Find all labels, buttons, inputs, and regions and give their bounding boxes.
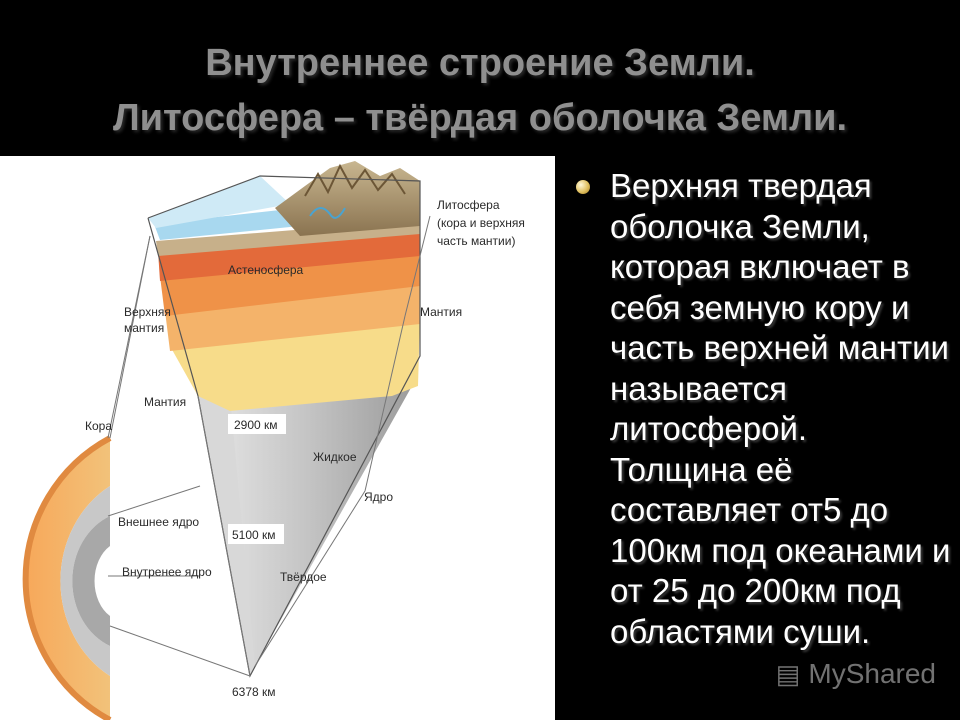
label-upper-mantle-1: Верхняя [124,305,171,319]
diagram-labels: Литосфера (кора и верхняя часть мантии) … [85,198,525,699]
slide-title: Внутреннее строение Земли. Литосфера – т… [0,36,960,146]
label-lithosphere-2: (кора и верхняя [437,216,525,230]
slides-icon: ▤ [775,658,801,689]
title-line-1: Внутреннее строение Земли. [205,42,755,84]
watermark: ▤ MyShared [776,658,936,690]
label-depth-2900: 2900 км [234,418,278,432]
label-outer-core: Внешнее ядро [118,515,199,529]
watermark-text: MyShared [808,658,936,689]
label-liquid: Жидкое [313,450,357,464]
bullet-dot-icon [576,180,590,194]
label-depth-5100: 5100 км [232,528,276,542]
label-lithosphere-3: часть мантии) [437,234,515,248]
depth-5100-box [228,524,284,544]
label-lithosphere-1: Литосфера [437,198,500,212]
sphere-section [22,435,112,720]
label-asthenosphere: Астеносфера [228,263,304,277]
label-mantle-left: Мантия [144,395,186,409]
bullet-text: Верхняя твердая оболочка Земли, которая … [610,167,951,650]
wedge [147,161,421,678]
earth-structure-diagram: Литосфера (кора и верхняя часть мантии) … [0,156,555,720]
label-crust: Кора [85,419,112,433]
depth-2900-box [228,414,286,434]
label-solid: Твёрдое [280,570,327,584]
earth-cutaway-svg: Литосфера (кора и верхняя часть мантии) … [22,161,525,720]
bullet-list: Верхняя твердая оболочка Земли, которая … [572,166,952,652]
leader-lines [107,215,431,677]
label-core: Ядро [364,490,393,504]
label-inner-core: Внутренее ядро [122,565,212,579]
title-line-2: Литосфера – твёрдая оболочка Земли. [112,97,848,139]
label-mantle-right: Мантия [420,305,462,319]
label-upper-mantle-2: мантия [124,321,164,335]
label-depth-6378: 6378 км [232,685,276,699]
